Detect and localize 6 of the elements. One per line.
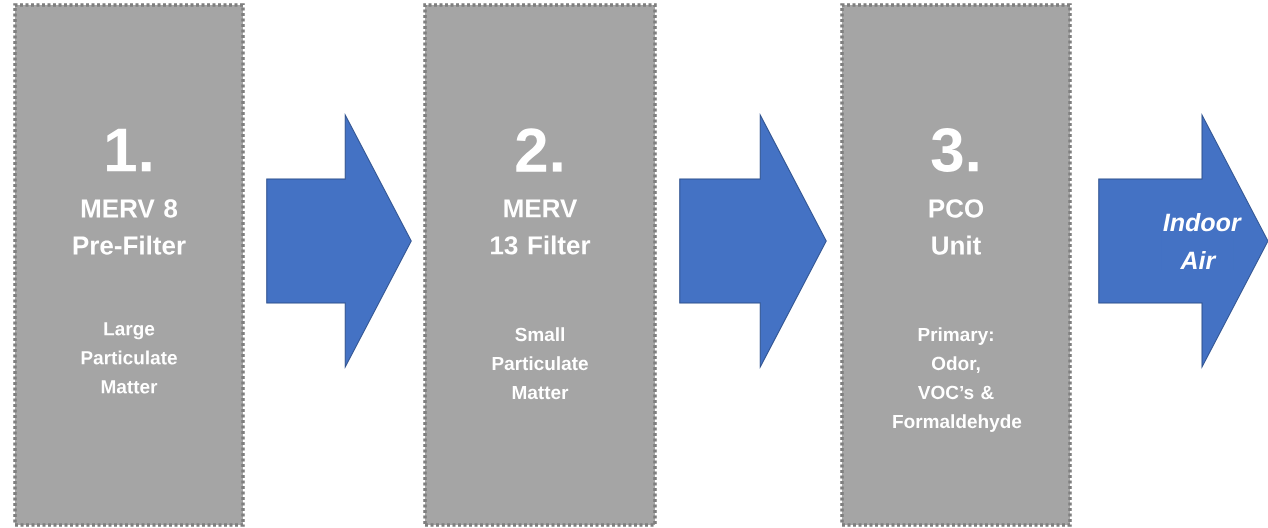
filter-box: 1. MERV 8 Pre-Filter Large Particulate Matter xyxy=(13,3,245,527)
filter-box: 3. PCO Unit Primary: Odor, VOC’s & Formaldehyde xyxy=(840,3,1072,527)
filter-box: 2. MERV 13 Filter Small Particulate Matter xyxy=(423,3,657,527)
edge-label: Indoor Air xyxy=(1161,211,1242,271)
block-arrow xyxy=(679,114,827,368)
block-arrow xyxy=(266,114,412,368)
